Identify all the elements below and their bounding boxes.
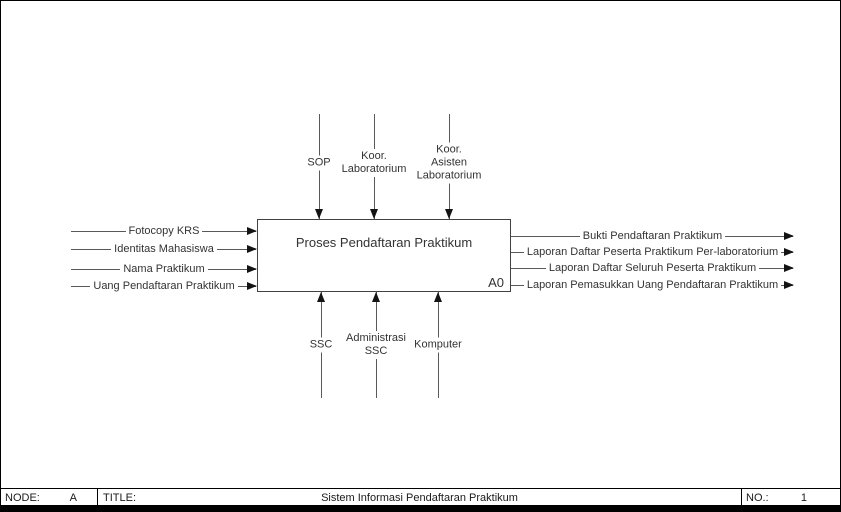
control-label-sop: SOP [304, 155, 334, 171]
arrowhead-right-icon [247, 282, 257, 290]
output-arrow-laporan-seluruh-peserta: Laporan Daftar Seluruh Peserta Praktikum [511, 260, 794, 276]
input-arrow-uang-pendaftaran: Uang Pendaftaran Praktikum [71, 278, 257, 294]
arrowhead-down-icon [315, 209, 323, 219]
node-label: NODE: [5, 492, 40, 504]
input-label-uang-pendaftaran: Uang Pendaftaran Praktikum [90, 279, 238, 293]
mechanism-label-ssc: SSC [306, 337, 336, 353]
no-label: NO.: [746, 492, 769, 504]
mechanism-label-komputer: Komputer [411, 337, 465, 353]
arrowhead-right-icon [784, 264, 794, 272]
title-block-node-cell: NODE: A [1, 489, 98, 507]
input-arrow-nama-praktikum: Nama Praktikum [71, 261, 257, 277]
arrowhead-up-icon [434, 292, 442, 302]
mechanism-label-administrasi-ssc: Administrasi SSC [343, 331, 409, 359]
title-block-title-cell: TITLE: Sistem Informasi Pendaftaran Prak… [98, 489, 741, 507]
no-value: 1 [800, 492, 807, 504]
control-label-koor-laboratorium: Koor. Laboratorium [338, 149, 410, 177]
title-block: NODE: A TITLE: Sistem Informasi Pendafta… [1, 488, 840, 507]
input-label-nama-praktikum: Nama Praktikum [120, 262, 208, 276]
mechanism-arrow-ssc: SSC [266, 292, 376, 398]
arrowhead-right-icon [247, 245, 257, 253]
arrowhead-down-icon [370, 209, 378, 219]
output-arrow-laporan-pemasukkan-uang: Laporan Pemasukkan Uang Pendaftaran Prak… [511, 277, 794, 293]
title-value: Sistem Informasi Pendaftaran Praktikum [321, 492, 518, 504]
process-title: Proses Pendaftaran Praktikum [295, 235, 473, 250]
output-label-laporan-seluruh-peserta: Laporan Daftar Seluruh Peserta Praktikum [545, 261, 760, 275]
title-block-no-cell: NO.: 1 [741, 489, 840, 507]
output-label-bukti-pendaftaran: Bukti Pendaftaran Praktikum [579, 229, 726, 243]
output-label-laporan-per-laboratorium: Laporan Daftar Peserta Praktikum Per-lab… [523, 245, 782, 259]
process-node-id: A0 [488, 275, 504, 290]
input-arrow-identitas-mahasiswa: Identitas Mahasiswa [71, 241, 257, 257]
arrowhead-down-icon [445, 209, 453, 219]
arrowhead-right-icon [247, 227, 257, 235]
process-box: Proses Pendaftaran Praktikum A0 [257, 219, 511, 292]
input-label-fotocopy-krs: Fotocopy KRS [125, 224, 203, 238]
control-arrow-sop: SOP [264, 114, 374, 219]
arrowhead-up-icon [372, 292, 380, 302]
control-arrow-koor-asisten-laboratorium: Koor. Asisten Laboratorium [394, 114, 504, 219]
input-arrow-fotocopy-krs: Fotocopy KRS [71, 223, 257, 239]
arrowhead-right-icon [784, 248, 794, 256]
arrowhead-up-icon [317, 292, 325, 302]
node-value: A [69, 492, 77, 504]
title-label: TITLE: [103, 492, 137, 504]
mechanism-arrow-komputer: Komputer [383, 292, 493, 398]
input-label-identitas-mahasiswa: Identitas Mahasiswa [111, 242, 217, 256]
mechanism-arrow-administrasi-ssc: Administrasi SSC [321, 292, 431, 398]
control-label-koor-asisten-laboratorium: Koor. Asisten Laboratorium [413, 142, 485, 184]
output-arrow-laporan-per-laboratorium: Laporan Daftar Peserta Praktikum Per-lab… [511, 244, 794, 260]
arrowhead-right-icon [784, 281, 794, 289]
bottom-black-strip [1, 505, 840, 511]
output-label-laporan-pemasukkan-uang: Laporan Pemasukkan Uang Pendaftaran Prak… [523, 278, 782, 292]
arrowhead-right-icon [784, 232, 794, 240]
output-arrow-bukti-pendaftaran: Bukti Pendaftaran Praktikum [511, 228, 794, 244]
arrowhead-right-icon [247, 265, 257, 273]
control-arrow-koor-laboratorium: Koor. Laboratorium [319, 114, 429, 219]
